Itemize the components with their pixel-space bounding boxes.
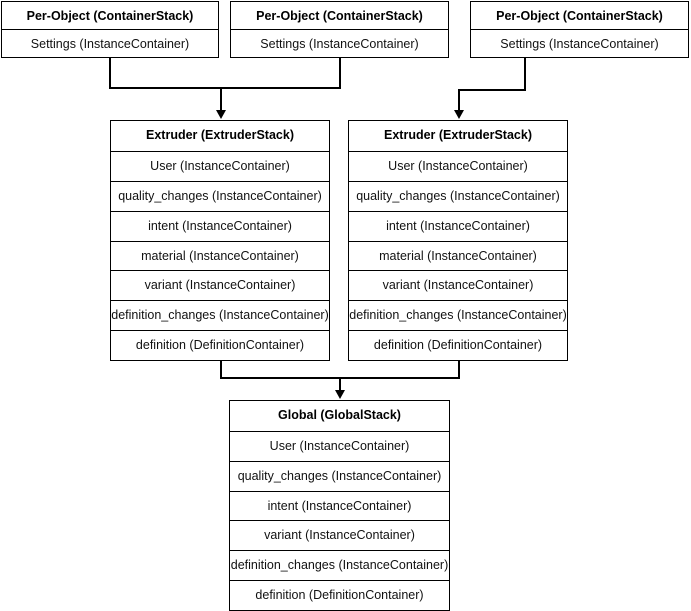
node-row: variant (InstanceContainer)	[111, 270, 329, 300]
connector-extruder-2-vertical	[458, 360, 460, 379]
node-row: variant (InstanceContainer)	[349, 270, 567, 300]
node-row: quality_changes (InstanceContainer)	[349, 180, 567, 211]
node-per-object-2[interactable]: Per-Object (ContainerStack) Settings (In…	[230, 1, 449, 58]
arrowhead-extruder-2	[454, 110, 464, 119]
connector-per-object-2-horizontal	[220, 87, 340, 89]
node-row: Settings (InstanceContainer)	[231, 29, 448, 57]
connector-per-object-1-horizontal	[109, 87, 221, 89]
node-per-object-3[interactable]: Per-Object (ContainerStack) Settings (In…	[470, 1, 689, 58]
node-header: Global (GlobalStack)	[278, 408, 401, 422]
node-extruder-1[interactable]: Extruder (ExtruderStack) User (InstanceC…	[110, 120, 330, 361]
connector-extruder-2-horizontal	[339, 377, 460, 379]
node-header: Per-Object (ContainerStack)	[26, 9, 194, 23]
connector-merge-global	[339, 377, 341, 394]
node-header: Extruder (ExtruderStack)	[384, 128, 532, 142]
connector-merge-extruder-2	[458, 89, 460, 114]
node-row: definition_changes (InstanceContainer)	[111, 300, 329, 330]
connector-per-object-3-horizontal	[458, 89, 526, 91]
node-row: intent (InstanceContainer)	[230, 490, 449, 521]
connector-extruder-1-vertical	[220, 360, 222, 379]
node-row: User (InstanceContainer)	[230, 430, 449, 461]
node-row: intent (InstanceContainer)	[349, 210, 567, 241]
node-row: variant (InstanceContainer)	[230, 520, 449, 550]
node-row: definition (DefinitionContainer)	[230, 580, 449, 610]
node-row: User (InstanceContainer)	[349, 150, 567, 181]
node-row: quality_changes (InstanceContainer)	[111, 180, 329, 211]
node-row: User (InstanceContainer)	[111, 150, 329, 181]
node-row: definition (DefinitionContainer)	[111, 330, 329, 360]
node-global[interactable]: Global (GlobalStack) User (InstanceConta…	[229, 400, 450, 611]
node-row: definition (DefinitionContainer)	[349, 330, 567, 360]
node-row: material (InstanceContainer)	[111, 240, 329, 271]
node-header: Per-Object (ContainerStack)	[496, 9, 663, 23]
node-row: quality_changes (InstanceContainer)	[230, 460, 449, 491]
node-header: Per-Object (ContainerStack)	[256, 9, 423, 23]
node-row: definition_changes (InstanceContainer)	[230, 550, 449, 580]
node-row: definition_changes (InstanceContainer)	[349, 300, 567, 330]
connector-extruder-1-horizontal	[220, 377, 341, 379]
node-row: material (InstanceContainer)	[349, 240, 567, 271]
arrowhead-global	[335, 390, 345, 399]
connector-merge-extruder-1	[220, 87, 222, 114]
connector-per-object-3-vertical	[524, 57, 526, 90]
arrowhead-extruder-1	[216, 110, 226, 119]
connector-per-object-2-vertical	[339, 57, 341, 89]
connector-per-object-1-vertical	[109, 57, 111, 89]
node-extruder-2[interactable]: Extruder (ExtruderStack) User (InstanceC…	[348, 120, 568, 361]
node-per-object-1[interactable]: Per-Object (ContainerStack) Settings (In…	[1, 1, 219, 58]
node-row: Settings (InstanceContainer)	[2, 29, 218, 57]
node-row: intent (InstanceContainer)	[111, 210, 329, 241]
node-header: Extruder (ExtruderStack)	[146, 128, 294, 142]
node-row: Settings (InstanceContainer)	[471, 29, 688, 57]
